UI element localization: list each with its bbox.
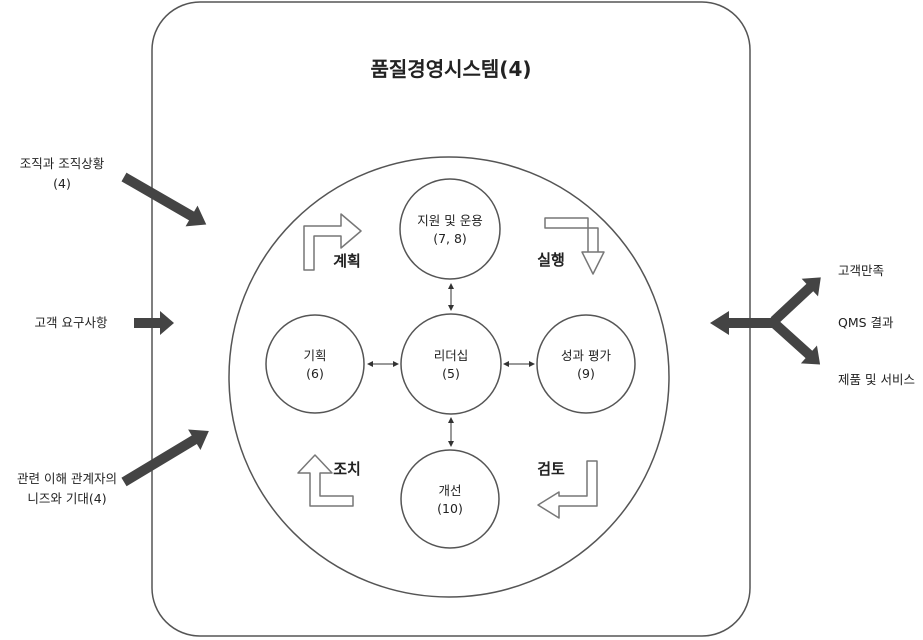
act-arrow-icon	[297, 454, 354, 507]
plan-arrow-icon	[303, 213, 362, 271]
check-arrow-icon	[537, 460, 598, 519]
pdca-outer-circle	[228, 156, 670, 598]
phase-check-label: 검토	[537, 460, 565, 478]
input-arrow-interested-parties-icon	[121, 429, 209, 487]
diagram-title: 품질경영시스템(4)	[371, 57, 532, 81]
output-fork-arrow-icon	[710, 277, 821, 365]
svg-text:관련 이해 관계자의: 관련 이해 관계자의	[17, 471, 117, 486]
phase-plan-label: 계획	[333, 252, 361, 270]
input-label-customer-requirements: 고객 요구사항	[35, 315, 108, 330]
node-leadership: 리더십 (5)	[400, 313, 502, 415]
phase-act-label: 조치	[333, 460, 361, 478]
node-evaluation: 성과 평가 (9)	[536, 314, 636, 414]
input-arrow-requirements-icon	[134, 311, 174, 335]
node-improvement: 개선 (10)	[400, 449, 500, 549]
svg-text:성과 평가: 성과 평가	[561, 348, 611, 363]
node-planning: 기획 (6)	[265, 314, 365, 414]
output-label-qms-results: QMS 결과	[838, 315, 894, 330]
input-label-context: 조직과 조직상황 (4)	[20, 156, 105, 191]
input-label-interested-parties: 관련 이해 관계자의 니즈와 기대(4)	[17, 471, 117, 506]
svg-text:(5): (5)	[442, 366, 460, 381]
svg-text:리더십: 리더십	[434, 348, 469, 363]
svg-text:조직과 조직상황: 조직과 조직상황	[20, 156, 105, 171]
svg-text:니즈와 기대(4): 니즈와 기대(4)	[27, 491, 106, 506]
svg-text:(6): (6)	[306, 366, 324, 381]
output-label-products-services: 제품 및 서비스	[838, 372, 915, 387]
svg-text:(9): (9)	[577, 366, 595, 381]
svg-text:개선: 개선	[438, 483, 461, 498]
node-support: 지원 및 운용 (7, 8)	[399, 178, 501, 280]
input-arrow-context-icon	[121, 172, 207, 227]
output-label-satisfaction: 고객만족	[838, 263, 884, 278]
svg-text:기획: 기획	[303, 348, 326, 363]
do-arrow-icon	[544, 217, 605, 275]
phase-do-label: 실행	[537, 251, 565, 269]
svg-text:(10): (10)	[437, 501, 463, 516]
svg-text:(7, 8): (7, 8)	[433, 231, 467, 246]
svg-text:(4): (4)	[53, 176, 71, 191]
svg-text:지원 및 운용: 지원 및 운용	[417, 213, 482, 228]
